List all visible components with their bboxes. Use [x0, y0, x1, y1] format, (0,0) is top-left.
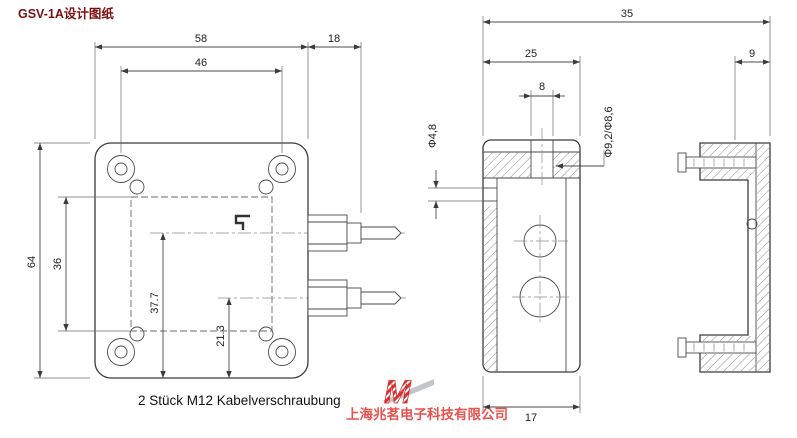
cable-1	[360, 226, 402, 240]
dim-gland2-position: 21.3	[215, 298, 232, 378]
dim-small-hole-label: Φ4,8	[427, 124, 439, 148]
dim-gland-length: 18	[308, 33, 362, 213]
hidden-inner-rect	[130, 196, 273, 332]
dim-body-depth-label: 25	[525, 48, 537, 60]
dim-large-hole: Φ9,2/Φ8,6	[556, 106, 615, 169]
dim-gland1-position: 37.7	[149, 233, 166, 378]
lid-view: 9	[677, 48, 771, 373]
lid-screw-top	[677, 152, 757, 173]
watermark-company: 上海兆茗电子科技有限公司	[346, 406, 508, 422]
dim-gland-length-label: 18	[328, 33, 340, 45]
page-title: GSV-1A设计图纸	[18, 6, 114, 21]
watermark-logo-swoosh	[382, 379, 434, 403]
dim-total-depth: 35	[482, 8, 771, 136]
dim-slot-width: 8	[519, 81, 565, 136]
cable-gland-1	[307, 214, 402, 252]
dim-base-width: 17	[482, 376, 581, 424]
dim-lid-depth-label: 9	[749, 48, 755, 60]
dim-lid-depth: 9	[734, 48, 770, 140]
dim-outer-width: 58	[94, 33, 309, 139]
dim-outer-height-label: 64	[26, 256, 38, 268]
dim-hole-spacing: 46	[120, 57, 283, 153]
lid-wall-hatch	[757, 144, 769, 371]
lid-screw-bottom	[677, 337, 757, 358]
cable-gland-2	[307, 279, 402, 317]
caption: 2 Stück M12 Kabelverschraubung	[138, 393, 341, 408]
dim-small-hole: Φ4,8	[427, 124, 483, 219]
dim-total-depth-label: 35	[621, 8, 633, 20]
cable-2	[360, 291, 402, 305]
dim-inner-height: 36	[52, 196, 131, 332]
dim-large-hole-label: Φ9,2/Φ8,6	[603, 106, 615, 157]
dim-hole-spacing-label: 46	[195, 57, 207, 69]
housing-outline	[94, 142, 309, 379]
dim-outer-width-label: 58	[195, 33, 207, 45]
watermark: M 上海兆茗电子科技有限公司	[346, 374, 508, 422]
lid-outline	[699, 142, 771, 373]
dim-body-depth: 25	[483, 48, 581, 136]
dim-outer-height: 64	[26, 142, 90, 379]
watermark-logo-icon: M	[384, 374, 412, 410]
left-wall-hatch	[484, 206, 497, 371]
dim-gland2-position-label: 21.3	[215, 325, 227, 346]
dim-inner-height-label: 36	[52, 258, 64, 270]
dim-slot-width-label: 8	[539, 81, 545, 93]
dim-base-width-label: 17	[525, 412, 537, 424]
corner-step-symbol	[234, 214, 250, 230]
section-view: 35 25 8 Φ4,8 Φ9,2/Φ8,6	[427, 8, 771, 424]
corner-screw-bosses	[107, 155, 296, 366]
dim-gland1-position-label: 37.7	[149, 292, 161, 313]
front-view: 58 18 46 64 36	[26, 33, 406, 408]
o-ring-section	[746, 218, 758, 230]
section-outline	[482, 139, 581, 373]
